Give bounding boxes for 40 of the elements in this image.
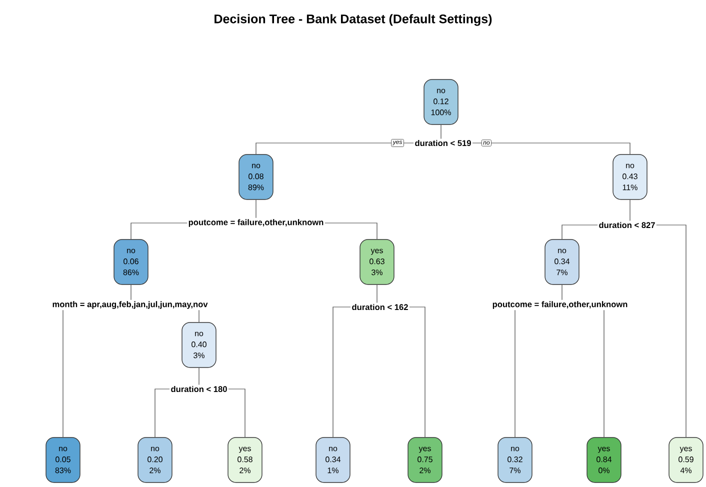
tree-node-box: no 0.06 86% (114, 239, 148, 285)
tree-node-box: yes 0.59 4% (668, 437, 704, 483)
tree-node-box: yes 0.63 3% (360, 239, 394, 285)
tree-node-box: no 0.34 7% (544, 239, 580, 285)
connector-line (324, 222, 378, 240)
tree-node-box: no 0.43 11% (612, 154, 648, 200)
tree-node-box: no 0.32 7% (498, 437, 532, 483)
connector-line (154, 388, 170, 438)
tree-node-box: yes 0.58 2% (228, 437, 262, 483)
connector-line (198, 368, 200, 386)
tree-node-box: no 0.34 1% (316, 437, 350, 483)
connector-line (440, 124, 442, 140)
connector-line (472, 142, 630, 154)
connector-line (130, 222, 188, 240)
split-label: poutcome = failure,other,unknown (188, 219, 324, 227)
tree-node-box: no 0.40 3% (182, 322, 216, 368)
connector-line (332, 306, 351, 438)
connector-line (562, 224, 598, 240)
split-label: duration < 180 (171, 386, 227, 392)
connector-line (62, 310, 64, 438)
split-label: duration < 827 (599, 222, 655, 228)
connector-line (514, 310, 516, 438)
connector-line (656, 224, 686, 438)
tree-node-box: yes 0.75 2% (408, 437, 442, 483)
connector-line (256, 142, 414, 154)
connector-line (376, 284, 378, 304)
split-label: month = apr,aug,feb,jan,jul,jun,may,nov (52, 301, 208, 309)
split-label: duration < 162 (352, 304, 408, 310)
tree-node-box: no 0.12 100% (424, 79, 458, 125)
tree-node-box: no 0.20 2% (138, 437, 172, 483)
tree-node-box: yes 0.84 0% (586, 437, 622, 483)
split-label: duration < 519 (415, 140, 471, 146)
title: Decision Tree - Bank Dataset (Default Settings) (214, 14, 492, 26)
connector-line (130, 284, 132, 300)
tree-node-box: no 0.08 89% (238, 154, 274, 200)
connector-line (228, 388, 246, 438)
connector-line (409, 306, 426, 438)
tree-node-box: no 0.05 83% (46, 437, 80, 483)
split-label: poutcome = failure,other,unknown (492, 301, 628, 309)
connector-line (198, 310, 200, 322)
